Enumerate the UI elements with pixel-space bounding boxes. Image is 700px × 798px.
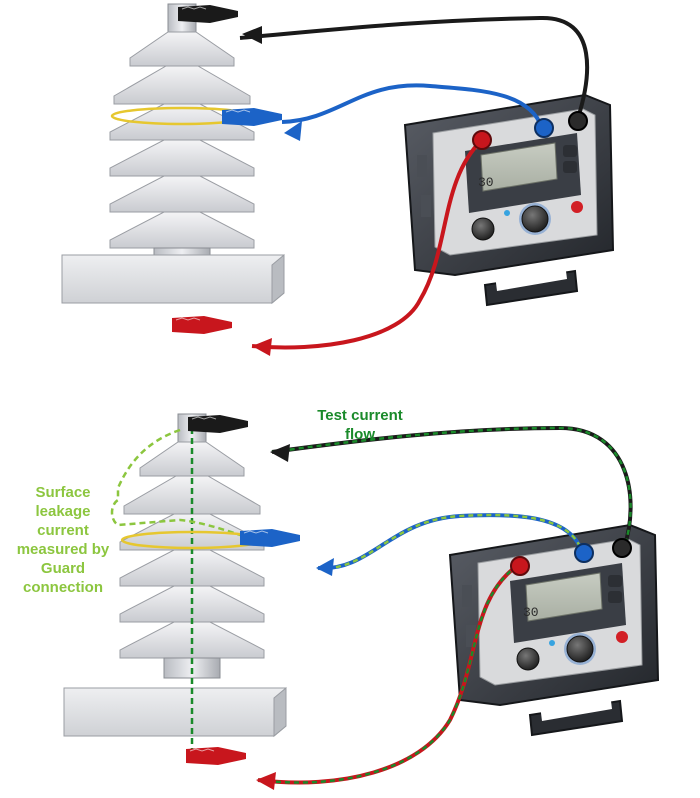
top-insulator: [109, 3, 255, 269]
surface-leakage-line-4: measured by: [16, 541, 110, 558]
surface-leakage-line-3: current: [37, 522, 89, 539]
bottom-black-clip: [187, 414, 249, 434]
top-tester: 30: [404, 94, 614, 306]
bottom-red-arrow: [256, 772, 276, 790]
top-base: [61, 254, 285, 304]
surface-leakage-line-2: leakage: [35, 503, 91, 520]
top-blue-clip: [221, 107, 283, 127]
top-red-arrow: [252, 338, 272, 356]
test-current-flow-line-1: Test current: [317, 407, 403, 424]
test-current-flow-label: Test current flow: [300, 406, 420, 444]
top-red-clip: [171, 315, 233, 335]
top-blue-terminal[interactable]: [534, 118, 554, 138]
top-black-arrow: [242, 26, 262, 44]
surface-leakage-path: [110, 428, 256, 542]
top-black-clip: [177, 4, 239, 24]
top-red-terminal[interactable]: [472, 130, 492, 150]
bottom-blue-arrow: [316, 558, 334, 576]
bottom-tester: 30: [449, 524, 659, 736]
surface-leakage-line-6: connection: [22, 579, 103, 596]
bottom-tester-display: 30: [523, 605, 539, 620]
top-red-lead: [251, 138, 484, 350]
surface-leakage-line-5: Guard: [40, 560, 86, 577]
top-black-terminal[interactable]: [568, 111, 588, 131]
bottom-red-clip: [185, 746, 247, 766]
test-current-flow-line-2: flow: [345, 426, 375, 443]
bottom-blue-clip: [239, 528, 301, 548]
bottom-red-terminal[interactable]: [510, 556, 530, 576]
top-black-lead: [239, 15, 590, 119]
bottom-base: [63, 687, 287, 737]
surface-leakage-line-1: Surface: [35, 484, 91, 501]
bottom-black-terminal[interactable]: [612, 538, 632, 558]
bottom-black-arrow: [270, 444, 290, 462]
top-tester-display: 30: [478, 175, 494, 190]
top-blue-lead: [281, 83, 544, 129]
top-blue-arrow: [284, 121, 302, 141]
surface-leakage-label: Surface leakage current measured by Guar…: [6, 483, 120, 597]
bottom-blue-terminal[interactable]: [574, 543, 594, 563]
